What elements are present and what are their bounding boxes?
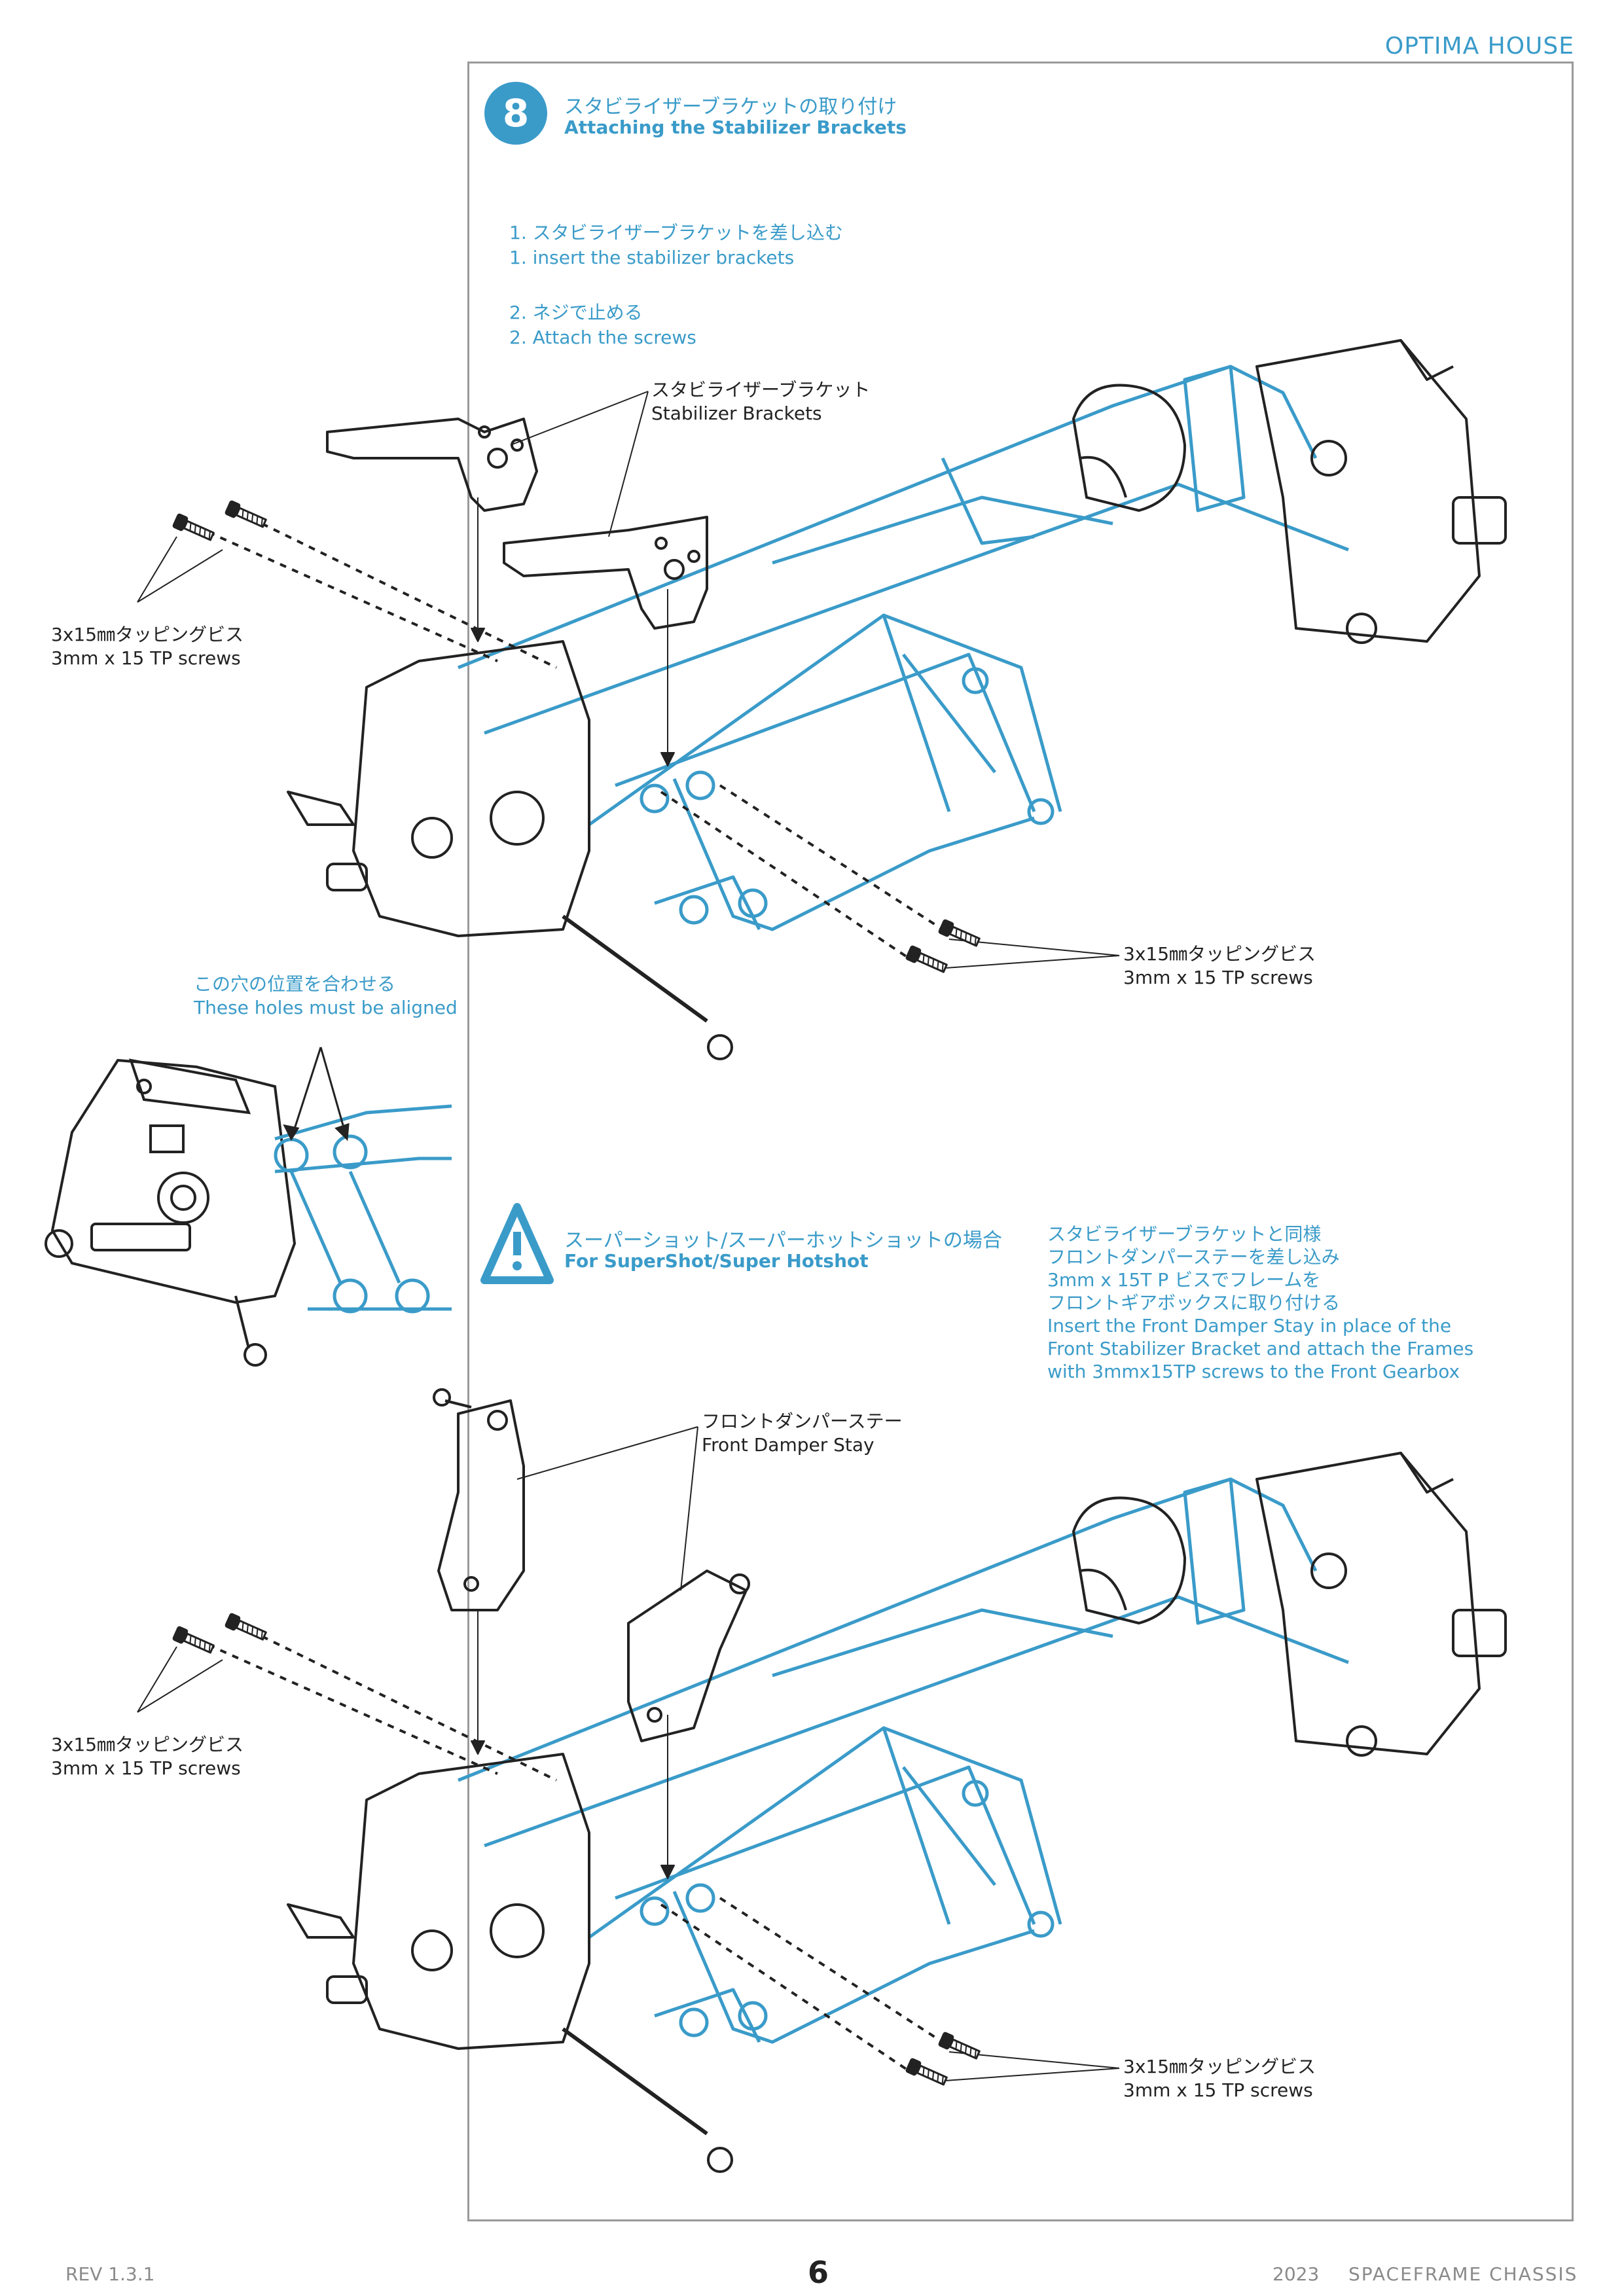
revision-label: REV 1.3.1 bbox=[65, 2263, 155, 2285]
label-brackets-en: Stabilizer Brackets bbox=[651, 403, 822, 424]
label-screws-right2-en: 3mm x 15 TP screws bbox=[1123, 2079, 1313, 2101]
instruction-2-en: 2. Attach the screws bbox=[509, 327, 696, 348]
label-screws-left2-en: 3mm x 15 TP screws bbox=[51, 1757, 241, 1779]
label-screws-left2-jp: 3x15㎜タッピングビス bbox=[51, 1734, 244, 1755]
note-line: フロントギアボックスに取り付ける bbox=[1047, 1292, 1341, 1314]
label-brackets-jp: スタビライザーブラケット bbox=[651, 379, 871, 401]
step-title-jp: スタビライザーブラケットの取り付け bbox=[564, 96, 897, 118]
top-chassis bbox=[137, 339, 1507, 1060]
label-holes-jp: この穴の位置を合わせる bbox=[194, 973, 396, 995]
instruction-1-en: 1. insert the stabilizer brackets bbox=[509, 247, 795, 268]
label-holes-en: These holes must be aligned bbox=[194, 997, 458, 1018]
label-damper-jp: フロントダンパーステー bbox=[702, 1410, 903, 1432]
warning-title-jp: スーパーショット/スーパーホットショットの場合 bbox=[564, 1229, 1002, 1252]
instruction-1-jp: 1. スタビライザーブラケットを差し込む bbox=[509, 222, 843, 243]
page-number: 6 bbox=[807, 2255, 829, 2290]
label-screws-right-en: 3mm x 15 TP screws bbox=[1123, 967, 1313, 988]
label-screws-right2-jp: 3x15㎜タッピングビス bbox=[1123, 2056, 1316, 2077]
note-line: フロントダンパーステーを差し込み bbox=[1047, 1246, 1340, 1268]
note-line: 3mm x 15T P ビスでフレームを bbox=[1047, 1269, 1321, 1291]
label-screws-right-jp: 3x15㎜タッピングビス bbox=[1123, 943, 1316, 965]
label-screws-left-jp: 3x15㎜タッピングビス bbox=[51, 624, 244, 645]
holes-detail bbox=[45, 1047, 452, 1367]
warning-title-en: For SuperShot/Super Hotshot bbox=[564, 1250, 869, 1272]
step-title-en: Attaching the Stabilizer Brackets bbox=[564, 117, 907, 138]
label-screws-left-en: 3mm x 15 TP screws bbox=[51, 647, 241, 669]
instruction-2-jp: 2. ネジで止める bbox=[509, 302, 643, 323]
note-line: Insert the Front Damper Stay in place of… bbox=[1047, 1315, 1452, 1336]
label-damper-en: Front Damper Stay bbox=[702, 1434, 875, 1456]
note-line: Front Stabilizer Bracket and attach the … bbox=[1047, 1338, 1474, 1359]
warning-note: スタビライザーブラケットと同様 フロントダンパーステーを差し込み 3mm x 1… bbox=[1047, 1223, 1473, 1383]
footer-product: SPACEFRAME CHASSIS bbox=[1348, 2263, 1578, 2285]
brand-name: OPTIMA HOUSE bbox=[1384, 33, 1574, 60]
note-line: with 3mmx15TP screws to the Front Gearbo… bbox=[1047, 1361, 1460, 1382]
footer-year: 2023 bbox=[1272, 2263, 1320, 2285]
bottom-chassis bbox=[137, 1388, 1507, 2173]
step-frame bbox=[467, 62, 1574, 2221]
note-line: スタビライザーブラケットと同様 bbox=[1047, 1223, 1322, 1245]
step-number-badge: 8 bbox=[484, 82, 547, 145]
warning-icon bbox=[480, 1203, 554, 1284]
